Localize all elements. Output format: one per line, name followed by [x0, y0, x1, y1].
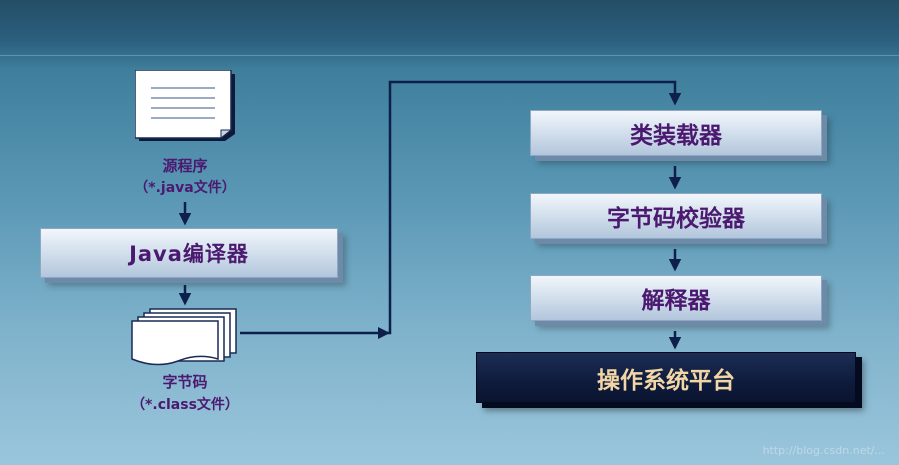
header-divider: [0, 55, 899, 56]
bytecode-file-subtitle: （*.class文件）: [131, 397, 239, 413]
bytecode-verifier-label: 字节码校验器: [607, 206, 745, 232]
class-loader-box: 类装载器: [530, 110, 822, 156]
bytecode-verifier-box: 字节码校验器: [530, 193, 822, 239]
os-platform-label: 操作系统平台: [597, 367, 735, 394]
bytecode-files-icon: [131, 308, 237, 366]
interpreter-label: 解释器: [641, 288, 711, 314]
document-icon: [135, 70, 235, 141]
os-platform-box: 操作系统平台: [476, 352, 856, 403]
arrowhead-into-bytecode-path: [378, 327, 390, 339]
bytecode-file-title: 字节码: [162, 373, 208, 391]
source-file-title: 源程序: [162, 157, 208, 175]
class-loader-label: 类装载器: [630, 123, 722, 149]
java-compiler-label: Java编译器: [129, 242, 249, 266]
interpreter-box: 解释器: [530, 275, 822, 321]
java-compiler-box: Java编译器: [40, 228, 338, 278]
source-file-subtitle: （*.java文件）: [134, 180, 236, 196]
watermark-text: http://blog.csdn.net/...: [762, 444, 885, 457]
